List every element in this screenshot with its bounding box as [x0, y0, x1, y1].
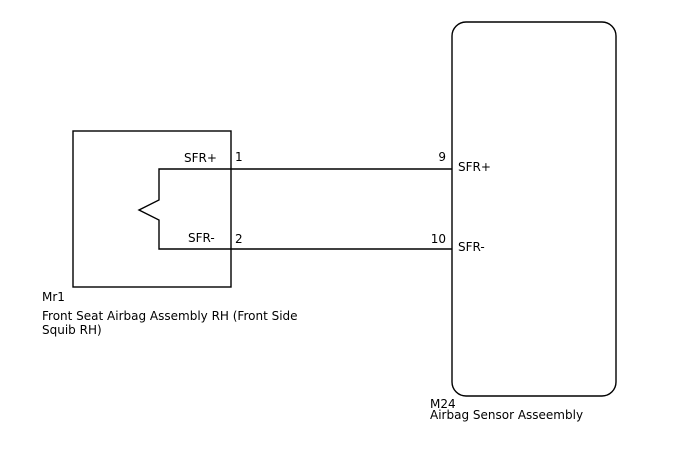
left-component-name-line2: Squib RH): [42, 323, 102, 337]
squib-symbol: [137, 168, 231, 250]
right-pin10-number: 10: [431, 232, 446, 246]
airbag-sensor-box: [451, 21, 617, 397]
right-pin10-signal-label: SFR-: [458, 240, 485, 254]
right-pin9-number: 9: [438, 150, 446, 164]
left-component-name-line1: Front Seat Airbag Assembly RH (Front Sid…: [42, 309, 298, 323]
left-pin2-signal-label: SFR-: [188, 231, 215, 245]
left-pin2-number: 2: [235, 232, 243, 246]
right-component-name: Airbag Sensor Asseembly: [430, 408, 583, 422]
left-pin1-number: 1: [235, 150, 243, 164]
left-pin1-signal-label: SFR+: [184, 151, 217, 165]
right-component-code: M24: [430, 397, 456, 411]
squib-component-box: [72, 130, 232, 288]
right-pin9-signal-label: SFR+: [458, 160, 491, 174]
left-component-code: Mr1: [42, 290, 65, 304]
